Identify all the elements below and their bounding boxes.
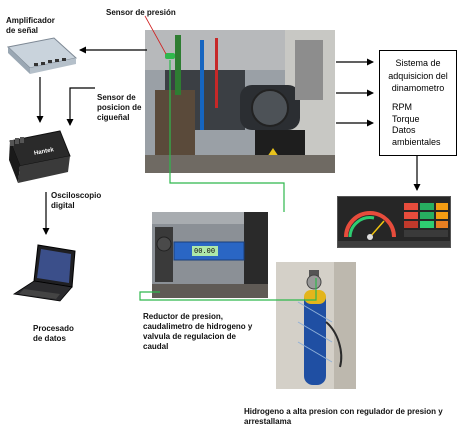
dyno-box-title-line3: dinamometro <box>391 83 445 94</box>
osciloscopio-label-line2: digital <box>51 201 75 210</box>
reductor-label-line2: caudalimetro de hidrogeno y <box>143 322 253 331</box>
hidrogeno-label-line2: arrestallama <box>244 417 292 426</box>
osciloscopio-label-line1: Osciloscopio <box>51 191 102 200</box>
dyno-acquisition-box: Sistema de adquisicion del dinamometro R… <box>379 50 457 156</box>
dyno-item-datos: Datos <box>392 125 416 136</box>
flowmeter-display: 00.00 <box>194 247 216 255</box>
reductor-label: Reductor de presion, caudalimetro de hid… <box>143 312 252 352</box>
sensor-posicion-label-line1: Sensor de <box>97 93 136 102</box>
sensor-posicion-label-line2: posicion de <box>97 103 142 112</box>
hydrogen-cylinder-photo <box>276 262 356 389</box>
oscilloscope-brand: Hantek <box>33 147 55 157</box>
amplificador-label-line1: Amplificador <box>6 16 55 25</box>
engine-dyno-photo <box>145 30 335 173</box>
flowmeter-photo <box>152 212 268 298</box>
procesado-label-line1: Procesado <box>33 324 74 333</box>
dyno-box-title-line1: Sistema de <box>395 58 441 68</box>
reductor-label-line4: caudal <box>143 342 169 351</box>
dyno-box-title-line2: adquisicion del <box>388 70 448 81</box>
dyno-box-title: Sistema de adquisicion del dinamometro <box>380 57 456 95</box>
hidrogeno-label-line1: Hidrogeno a alta presion con regulador d… <box>244 407 443 416</box>
osciloscopio-label: Osciloscopio digital <box>51 191 101 211</box>
hidrogeno-label: Hidrogeno a alta presion con regulador d… <box>244 407 443 427</box>
sensor-presion-label: Sensor de presión <box>106 8 176 17</box>
sensor-posicion-label-line3: cigueñal <box>97 113 130 122</box>
amplificador-label: Amplificador de señal <box>6 16 55 36</box>
engine-dyno-photo-drawing <box>145 30 335 173</box>
hydrogen-cylinder-drawing <box>276 262 356 389</box>
procesado-label-line2: de datos <box>33 334 66 343</box>
dyno-item-ambientales: ambientales <box>392 137 441 148</box>
reductor-label-line3: valvula de regulacion de <box>143 332 236 341</box>
flowmeter-drawing <box>152 212 268 298</box>
dyno-item-rpm: RPM <box>392 102 412 112</box>
sensor-posicion-label: Sensor de posicion de cigueñal <box>97 93 141 123</box>
dyno-box-items: RPM Torque Datos ambientales <box>392 102 441 149</box>
reductor-label-line1: Reductor de presion, <box>143 312 224 321</box>
dyno-software-drawing <box>338 197 450 247</box>
dyno-software-screenshot <box>337 196 451 248</box>
pressure-sensor-marker <box>165 53 175 59</box>
amplificador-label-line2: de señal <box>6 26 39 35</box>
dyno-item-torque: Torque <box>392 113 420 124</box>
procesado-label: Procesado de datos <box>33 324 74 344</box>
arrow-crank-sensor-to-oscilloscope <box>66 87 95 126</box>
